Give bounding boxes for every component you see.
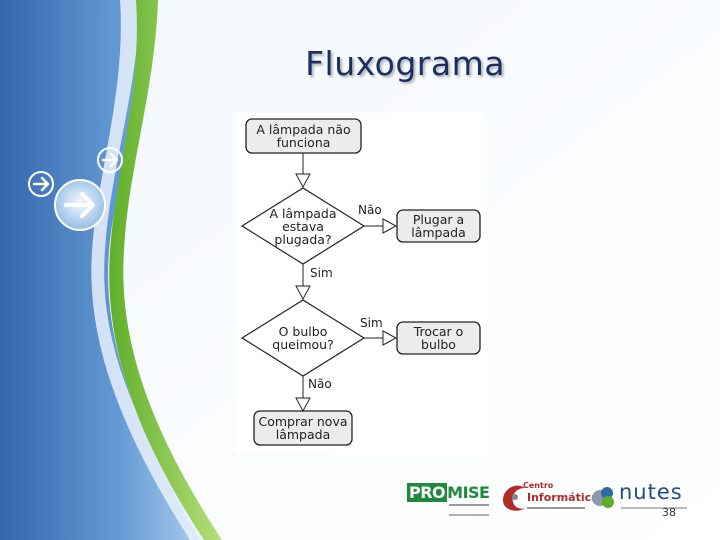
arrow-circle-medium-icon xyxy=(28,171,54,197)
end-box xyxy=(253,410,353,446)
nutes-logo-subline xyxy=(621,507,687,509)
flowchart-shapes xyxy=(240,118,481,446)
arrow-circle-small-icon xyxy=(97,147,123,173)
centro-logo-main-text: Informática xyxy=(527,491,599,504)
decision2-no-label: Não xyxy=(307,377,333,391)
decision2-yes-label: Sim xyxy=(359,316,384,330)
slide-title: Fluxograma xyxy=(305,44,505,83)
promise-mise-text: MISE xyxy=(447,483,490,502)
action2-box xyxy=(396,321,481,355)
arrowhead-end xyxy=(295,397,311,413)
action1-text: Plugar a lâmpada xyxy=(411,212,466,240)
promise-logo-underline xyxy=(449,504,489,516)
nutes-logo-text: nutes xyxy=(619,480,683,504)
page-number: 38 xyxy=(662,506,676,519)
centro-logo-underline xyxy=(527,507,585,509)
arrowhead-decision2 xyxy=(295,285,311,301)
nutes-logo: nutes xyxy=(591,480,691,516)
flowchart: A lâmpada não funciona A lâmpada estava … xyxy=(235,113,487,453)
start-box-text: A lâmpada não funciona xyxy=(256,122,351,150)
arrowhead-action1 xyxy=(382,218,398,234)
action1-box xyxy=(396,209,481,243)
arrow-circle-large-icon xyxy=(54,179,106,231)
action2-text: Trocar o bulbo xyxy=(413,324,464,352)
nutes-emblem-icon xyxy=(592,487,614,508)
decision1-text: A lâmpada estava plugada? xyxy=(269,206,337,247)
light-wave-band xyxy=(91,0,210,540)
centro-informatica-logo: Centro Informática xyxy=(499,478,599,516)
decision1-no-label: Não xyxy=(357,203,383,217)
arrowhead-decision1 xyxy=(295,173,311,189)
promise-pro-text: PRO xyxy=(407,483,448,502)
arrowhead-action2 xyxy=(382,330,398,346)
centro-logo-top-text: Centro xyxy=(523,481,554,490)
end-box-text: Comprar nova lâmpada xyxy=(258,414,348,442)
decision2-text: O bulbo queimou? xyxy=(272,324,334,352)
green-wave-stripe xyxy=(109,0,222,540)
decision1-yes-label: Sim xyxy=(309,266,334,280)
centro-informatica-emblem-icon xyxy=(503,485,527,511)
